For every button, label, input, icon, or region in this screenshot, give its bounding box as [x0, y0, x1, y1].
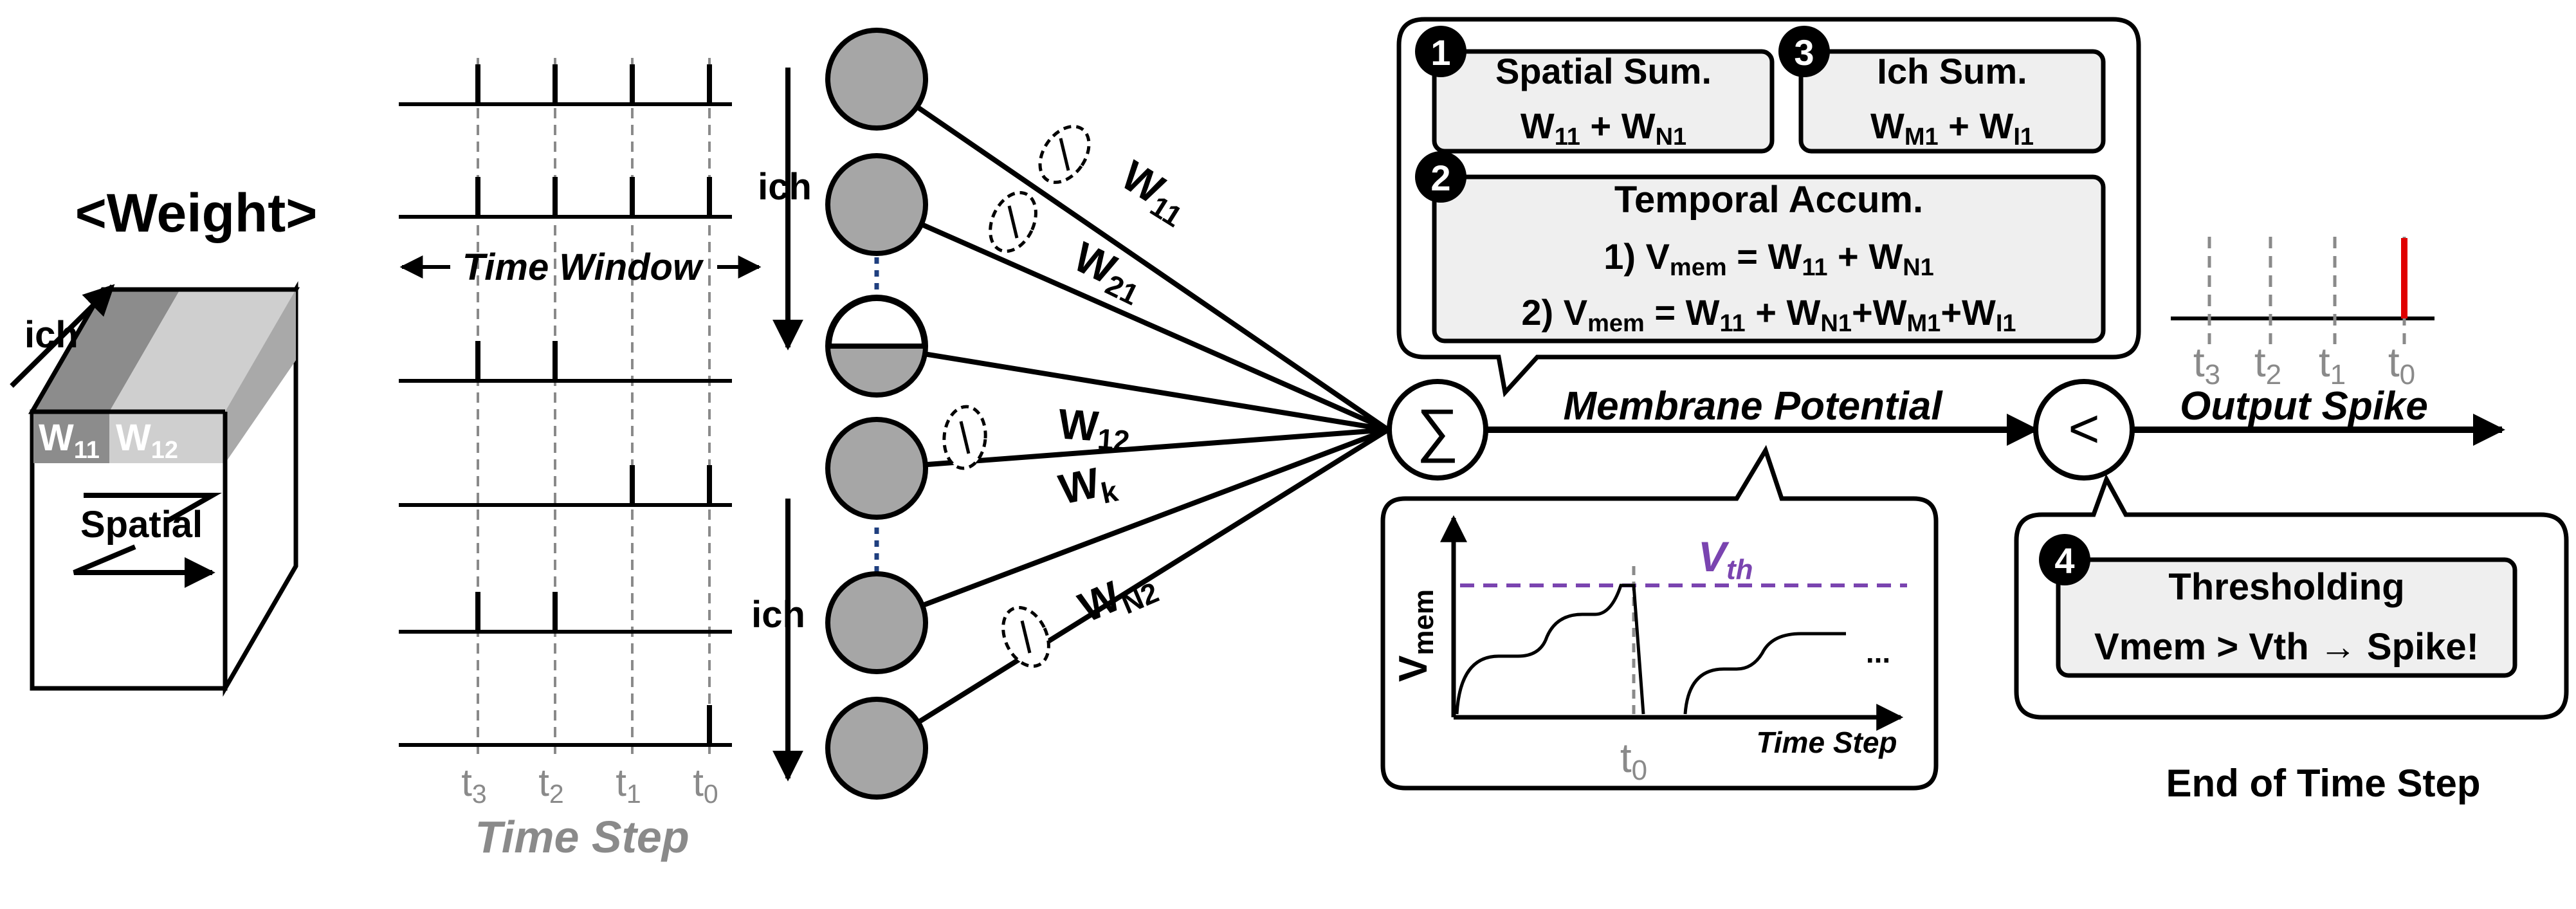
spike-trains: t3 t2 t1 t0 Time Window Time Step: [399, 58, 762, 862]
temporal-accum-line1: 1) Vmem = W11 + WN1: [1603, 236, 1934, 281]
membrane-bubble: [1380, 445, 1939, 791]
threshold-title: Thresholding: [2168, 566, 2404, 608]
slab-light-front: [109, 412, 225, 463]
ich-arrow: [10, 284, 115, 388]
weight-title: <Weight>: [75, 183, 318, 243]
synapse-weight-label: W11: [1111, 151, 1199, 234]
weight-selection-tick: [1059, 138, 1070, 171]
output-tick-label: t2: [2254, 339, 2281, 390]
synapse-weight-label: W21: [1064, 232, 1153, 311]
membrane-xlabel: Time Step: [1757, 726, 1897, 759]
spatial-sum-title: Spatial Sum.: [1495, 51, 1712, 91]
output-tick-label: t0: [2388, 339, 2415, 390]
synapse-weight: W21: [1064, 232, 1153, 311]
slab-dark-front: [33, 412, 109, 463]
time-tick-label: t2: [538, 761, 563, 809]
synapse-weight-label: WN2: [1072, 557, 1163, 636]
output-label: Output Spike: [2180, 384, 2428, 428]
time-tick-label: t1: [616, 761, 641, 809]
spatial-zigzag-top: [84, 493, 223, 524]
step1-num: 1: [1430, 32, 1450, 73]
time-tick-label: t0: [693, 761, 718, 809]
weight-selection-tick: [1020, 620, 1032, 654]
membrane-plot: Vth ... Vmem t0 Time Step: [1380, 445, 1939, 791]
compare-symbol: <: [2068, 398, 2099, 459]
neuron: [825, 417, 928, 520]
slab-right-shade: [225, 289, 296, 463]
step1-badge: [1415, 26, 1466, 77]
ich-sum-formula: WM1 + WI1: [1870, 106, 2034, 151]
membrane-trace-1: [1455, 583, 1645, 715]
neuron: [825, 28, 928, 131]
spatial-sum-formula: W11 + WN1: [1521, 106, 1686, 151]
weight-block: <Weight> ich W11 W12 Spatial: [10, 183, 318, 697]
ich-sum-box: [1798, 49, 2106, 154]
synapse-line: [875, 427, 1390, 751]
step2-badge: [1415, 151, 1466, 203]
temporal-accum-title: Temporal Accum.: [1614, 179, 1923, 221]
synapse-line: [876, 344, 1389, 432]
membrane-ellipsis: ...: [1866, 636, 1890, 669]
synapse-weight-label: W12: [1056, 399, 1132, 457]
thresholding-callout: 4 Thresholding Vmem > Vth → Spike!: [2014, 473, 2569, 720]
temporal-accum-box: [1432, 174, 2106, 344]
threshold-box: [2056, 557, 2517, 678]
sum-symbol: ∑: [1416, 398, 1459, 463]
accumulation-callout: 1 Spatial Sum. W11 + WN1 3 Ich Sum. WM1 …: [1396, 17, 2141, 398]
membrane-trace-2: [1683, 632, 1846, 715]
compare-node: [2033, 379, 2135, 481]
synapse-weight-label: Wk: [1055, 455, 1121, 519]
time-step-label: Time Step: [475, 812, 689, 862]
synapse-weight: WN2: [1072, 557, 1163, 636]
spatial-label: Spatial: [80, 504, 203, 546]
spatial-zigzag-bottom: [73, 544, 215, 588]
neuron-highlight: [826, 296, 927, 349]
output-plot: t3 t2 t1 t0: [2171, 237, 2434, 390]
vth-label: Vth: [1698, 533, 1753, 585]
temporal-accum-line2: 2) Vmem = W11 + WN1+WM1+WI1: [1521, 292, 2016, 337]
w11-cell-label: W11: [39, 417, 100, 464]
time-tick-label: t3: [461, 761, 486, 809]
pipeline: ∑ Membrane Potential < Output Spike End …: [1387, 379, 2505, 805]
output-tick-label: t1: [2319, 339, 2346, 390]
synapse-weight: W11: [1111, 151, 1199, 234]
synapse-weight: Wk: [1055, 455, 1121, 519]
sum-node: [1387, 379, 1488, 481]
step4-num: 4: [2054, 540, 2074, 581]
ich-sum-title: Ich Sum.: [1877, 51, 2027, 91]
step2-num: 2: [1430, 158, 1450, 198]
end-of-time-step-label: End of Time Step: [2166, 762, 2481, 805]
w12-cell-label: W12: [116, 417, 178, 464]
neuron-ich-bottom: ich: [751, 594, 805, 636]
threshold-rule: Vmem > Vth → Spike!: [2094, 626, 2479, 668]
spatial-sum-box: [1432, 49, 1775, 154]
neuron: [825, 571, 928, 674]
step3-badge: [1778, 26, 1830, 77]
synapse-line: [875, 202, 1389, 432]
step4-badge: [2039, 534, 2090, 585]
weight-selection-tick: [959, 421, 971, 454]
slab-dark-top: [33, 289, 180, 412]
membrane-label: Membrane Potential: [1563, 384, 1943, 428]
step3-num: 3: [1794, 32, 1814, 73]
neuron-ich-top: ich: [758, 166, 812, 208]
synapse-line: [875, 427, 1389, 625]
weight-selection-tick: [1007, 205, 1019, 239]
time-window-label: Time Window: [462, 246, 704, 288]
membrane-t0-label: t0: [1620, 735, 1647, 786]
neuron: [825, 153, 928, 256]
synapse-weight: W12: [1056, 399, 1132, 457]
synapse-line: [875, 77, 1390, 432]
output-tick-label: t3: [2193, 339, 2220, 390]
neuron: [825, 697, 928, 800]
vmem-ylabel: Vmem: [1391, 589, 1439, 682]
